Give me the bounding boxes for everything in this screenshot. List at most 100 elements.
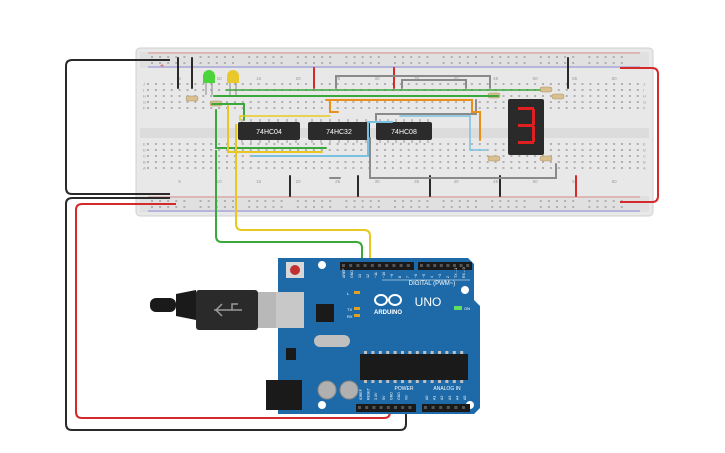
pin-label: IOREF	[359, 388, 363, 400]
arduino-uno-board[interactable]: DIGITAL (PWM~) ARDUINO UNO POWER ANALOG …	[266, 258, 480, 414]
pin-label: 8	[398, 276, 402, 278]
column-number: 50	[533, 179, 539, 184]
wire-red-5v	[75, 203, 391, 419]
column-number: 35	[414, 179, 420, 184]
column-number: 30	[375, 179, 381, 184]
pin-label: 3.3V	[374, 392, 378, 400]
column-number: 60	[612, 179, 618, 184]
row-letter: I	[143, 88, 144, 93]
pin-label: 4	[430, 276, 434, 278]
row-letter: G	[143, 100, 146, 105]
breadboard-wires	[177, 57, 577, 197]
pin-label: A2	[440, 396, 444, 400]
wire-red-right	[620, 67, 659, 203]
row-letter: D	[643, 148, 646, 153]
l-label: L	[347, 291, 350, 296]
digital-label: DIGITAL (PWM~)	[409, 281, 456, 287]
atmega-chip	[360, 354, 468, 380]
row-letter: J	[143, 82, 145, 87]
column-number: 10	[217, 76, 223, 81]
pin-label: ~5	[422, 274, 426, 278]
wire-green-arduino	[215, 150, 363, 262]
power-header[interactable]	[356, 404, 416, 412]
row-letter: F	[143, 106, 146, 111]
pin-label: ~11	[374, 272, 378, 278]
pin-label: A0	[425, 396, 429, 400]
bottom-power-rail	[140, 196, 649, 212]
column-number: 20	[296, 179, 302, 184]
column-number: 40	[454, 179, 460, 184]
atmega-pins	[364, 351, 464, 383]
pin-label: TX→1	[454, 268, 458, 278]
pin-label: RX←0	[462, 267, 466, 278]
row-letter: C	[643, 154, 646, 159]
yellow-led[interactable]	[227, 70, 239, 95]
row-letter: A	[143, 166, 146, 171]
row-letter: J	[643, 82, 645, 87]
analog-label: ANALOG IN	[433, 386, 461, 392]
row-letter: G	[643, 100, 646, 105]
on-led	[454, 306, 462, 310]
resistor-4	[539, 86, 553, 93]
pin-label: A3	[448, 396, 452, 400]
pin-label: A1	[433, 396, 437, 400]
rx-label: RX	[347, 314, 353, 319]
chip-74hc32[interactable]: 74HC32	[308, 122, 370, 140]
usb-icon	[214, 303, 242, 317]
row-letter: B	[143, 160, 146, 165]
pin-label: GND	[397, 392, 401, 400]
row-letter: H	[143, 94, 146, 99]
usb-port	[276, 292, 304, 328]
column-number: 15	[256, 76, 262, 81]
digital-header-1[interactable]	[340, 262, 414, 270]
column-number: 50	[533, 76, 539, 81]
column-number: 55	[572, 76, 578, 81]
pin-label: ~6	[414, 274, 418, 278]
column-number: 60	[612, 76, 618, 81]
pin-label: Vin	[405, 395, 409, 400]
column-number: 45	[493, 76, 499, 81]
digital-header-2[interactable]	[418, 262, 472, 270]
green-led[interactable]	[203, 70, 215, 95]
pin-label: A4	[455, 396, 459, 400]
row-letter: A	[643, 166, 646, 171]
wire-yellow-arduino	[235, 124, 371, 262]
row-letter: B	[643, 160, 646, 165]
row-letter: C	[143, 154, 146, 159]
column-number: 40	[454, 76, 460, 81]
column-number: 30	[375, 76, 381, 81]
pin-label: ~3	[438, 274, 442, 278]
chip-74hc04[interactable]: 74HC04	[238, 122, 300, 140]
header-holes	[342, 264, 470, 409]
power-label: POWER	[395, 386, 414, 392]
column-number: 25	[335, 179, 341, 184]
wire-black-bottom	[65, 197, 407, 431]
reset-button[interactable]	[286, 262, 304, 278]
row-letter: I	[643, 88, 644, 93]
pin-label: 2	[446, 276, 450, 278]
external-wires	[65, 59, 659, 431]
analog-header[interactable]	[422, 404, 470, 412]
chip-74hc08-label: 74HC08	[391, 129, 417, 136]
pin-label: GND	[389, 392, 393, 400]
resistor-1	[185, 95, 199, 102]
column-number: 5	[178, 76, 181, 81]
pin-label: 5V	[382, 395, 386, 400]
pin-label: 7	[406, 276, 410, 278]
pin-label: A5	[463, 396, 467, 400]
arduino-logo-icon	[374, 294, 402, 306]
seven-segment-display[interactable]: 3	[508, 99, 544, 155]
row-letter: E	[143, 142, 146, 147]
chip-74hc08[interactable]: 74HC08	[376, 122, 432, 140]
row-letter: D	[143, 148, 146, 153]
pin-label: ~9	[390, 274, 394, 278]
row-letter: H	[643, 94, 646, 99]
pin-label: GND	[350, 270, 354, 278]
rail-plus-label: +	[160, 63, 164, 70]
